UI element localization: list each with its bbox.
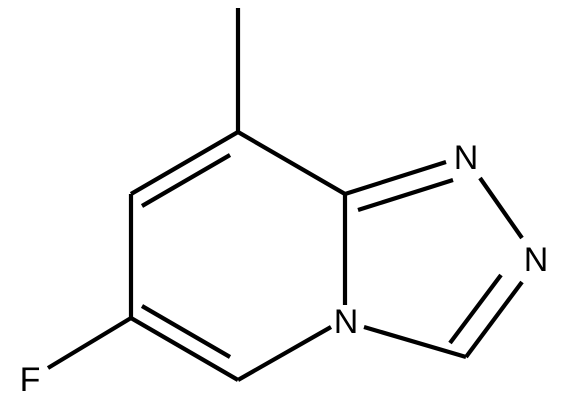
bond-c8a-n1 [344,159,447,197]
bond-c6-c5-inner [140,304,232,359]
bond-c5-n4 [236,325,333,382]
bond-c6-c5 [129,316,240,382]
bond-c8a-n1-inner [357,177,454,213]
bond-c8-c7-inner [140,153,232,208]
atom-label-f: F [20,361,41,399]
bond-c3-n4 [363,324,467,360]
bond-c8a-c8 [236,130,347,196]
atom-label-n2: N [524,241,549,279]
bond-n1-n2 [478,176,524,240]
bond-n2-c3 [464,280,524,359]
bond-n2-c3-inner [448,273,503,345]
atom-label-n4: N [334,303,359,341]
bond-c6-f [46,316,133,370]
bond-c8-c7 [129,130,240,196]
atom-label-n1: N [454,139,479,177]
